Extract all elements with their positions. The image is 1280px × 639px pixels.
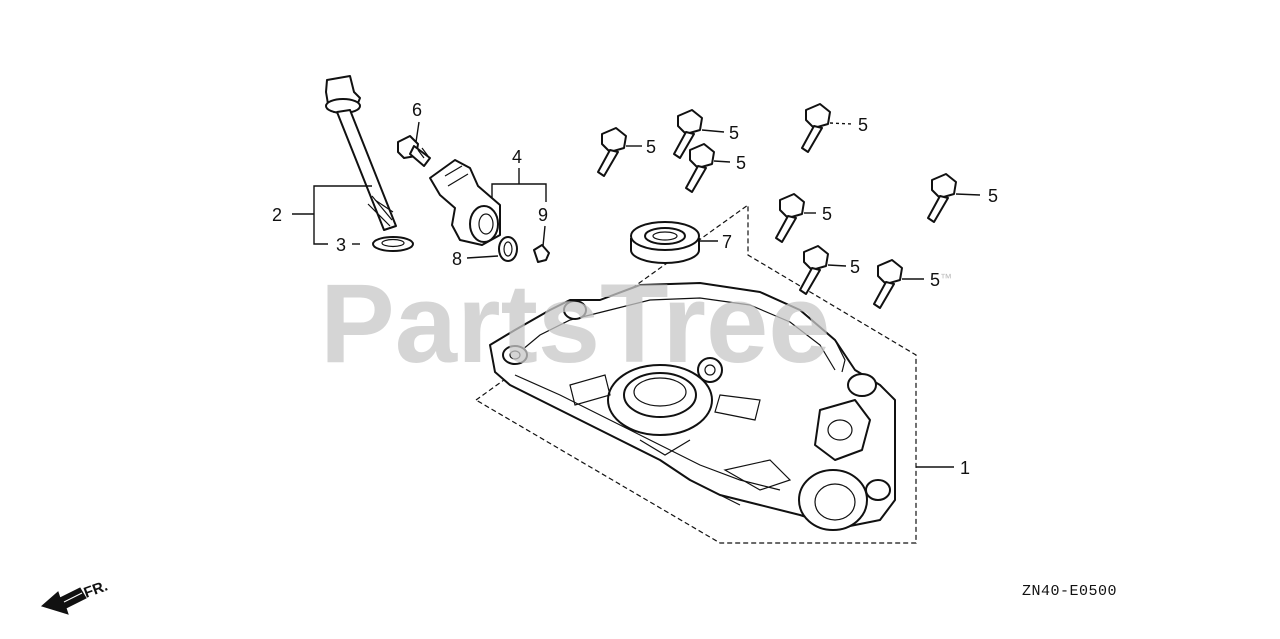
callout-4[interactable]: 4 [512,147,522,167]
bolt-5-b[interactable] [673,109,703,159]
part-dipstick[interactable] [325,75,397,231]
callout-5-h[interactable]: 5 [930,270,940,290]
bolt-5-f[interactable] [927,173,957,223]
part-o-ring[interactable] [498,236,518,262]
callout-labels: 2 3 6 4 9 8 7 1 5 5 5 5 5 5 5 5 [272,100,998,478]
callout-5-b[interactable]: 5 [729,123,739,143]
part-dowel-pin[interactable] [533,244,550,263]
callout-5-f[interactable]: 5 [988,186,998,206]
part-washer[interactable] [372,236,414,252]
callout-5-d[interactable]: 5 [858,115,868,135]
watermark-trademark: ™ [940,271,952,285]
part-oil-seal[interactable] [630,221,700,264]
front-indicator: FR. [40,578,111,615]
callout-5-c[interactable]: 5 [736,153,746,173]
bolt-5-e[interactable] [775,193,805,243]
bolt-5-d[interactable] [801,103,831,153]
part-oil-filler-neck[interactable] [429,159,501,246]
callout-1[interactable]: 1 [960,458,970,478]
callout-2[interactable]: 2 [272,205,282,225]
bolt-5-g[interactable] [799,245,829,295]
front-direction-arrow-icon [40,587,87,615]
callout-8[interactable]: 8 [452,249,462,269]
callout-5-a[interactable]: 5 [646,137,656,157]
callout-6[interactable]: 6 [412,100,422,120]
front-label: FR. [82,578,111,602]
part-bolt-6[interactable] [397,135,431,167]
callout-7[interactable]: 7 [722,232,732,252]
watermark-text: PartsTree [320,261,831,386]
callout-3[interactable]: 3 [336,235,346,255]
bolt-5-c[interactable] [685,143,715,193]
bolt-group-5 [597,103,957,309]
assembly-outline [475,203,917,544]
part-crankcase-cover[interactable] [489,282,896,531]
bolt-5-h[interactable] [873,259,903,309]
callout-5-g[interactable]: 5 [850,257,860,277]
bolt-5-a[interactable] [597,127,627,177]
leader-lines [292,121,981,468]
callout-5-e[interactable]: 5 [822,204,832,224]
diagram-code: ZN40-E0500 [1022,583,1117,600]
callout-9[interactable]: 9 [538,205,548,225]
